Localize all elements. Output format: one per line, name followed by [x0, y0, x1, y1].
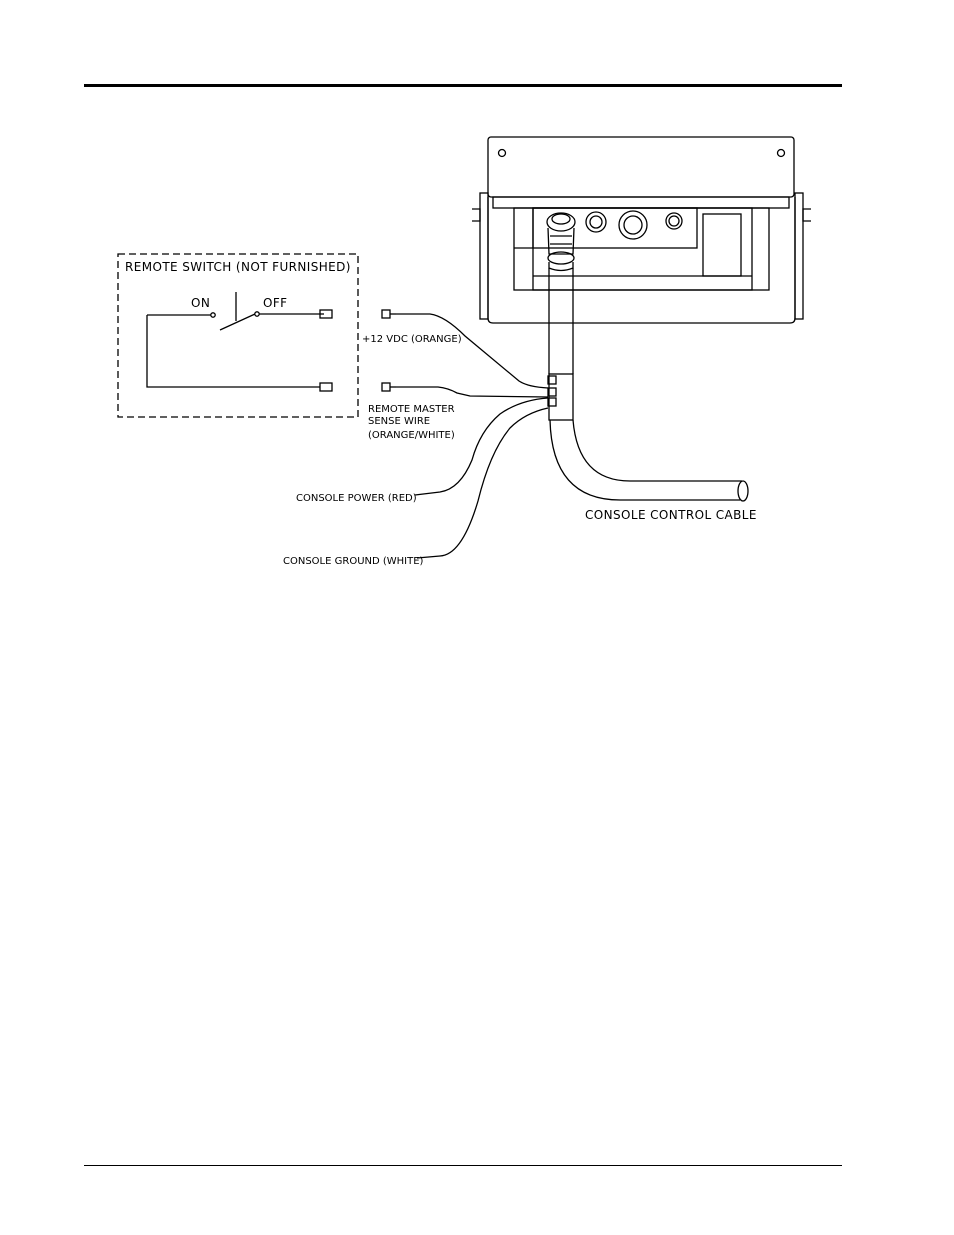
label-sense-2: SENSE WIRE	[368, 416, 430, 427]
footer-rule	[84, 1165, 842, 1166]
console-knobs	[586, 211, 682, 239]
label-sense-1: REMOTE MASTER	[368, 404, 455, 415]
label-console-cable: CONSOLE CONTROL CABLE	[585, 508, 757, 522]
label-console-ground: CONSOLE GROUND (WHITE)	[283, 556, 424, 567]
wire-terminals	[382, 310, 396, 391]
switch-on-label: ON	[191, 296, 210, 310]
remote-switch-title: REMOTE SWITCH (NOT FURNISHED)	[125, 260, 351, 274]
label-console-power: CONSOLE POWER (RED)	[296, 493, 417, 504]
cable-connector	[547, 213, 575, 271]
remote-switch-box	[118, 254, 358, 417]
label-sense-3: (ORANGE/WHITE)	[368, 430, 455, 441]
remote-switch-symbol	[147, 292, 332, 391]
console-control-cable	[549, 268, 748, 501]
wire-remote-sense	[396, 387, 548, 397]
switch-off-label: OFF	[263, 296, 287, 310]
wire-12vdc-orange	[396, 314, 548, 388]
console-housing	[472, 137, 811, 323]
label-12vdc: +12 VDC (ORANGE)	[362, 334, 462, 345]
